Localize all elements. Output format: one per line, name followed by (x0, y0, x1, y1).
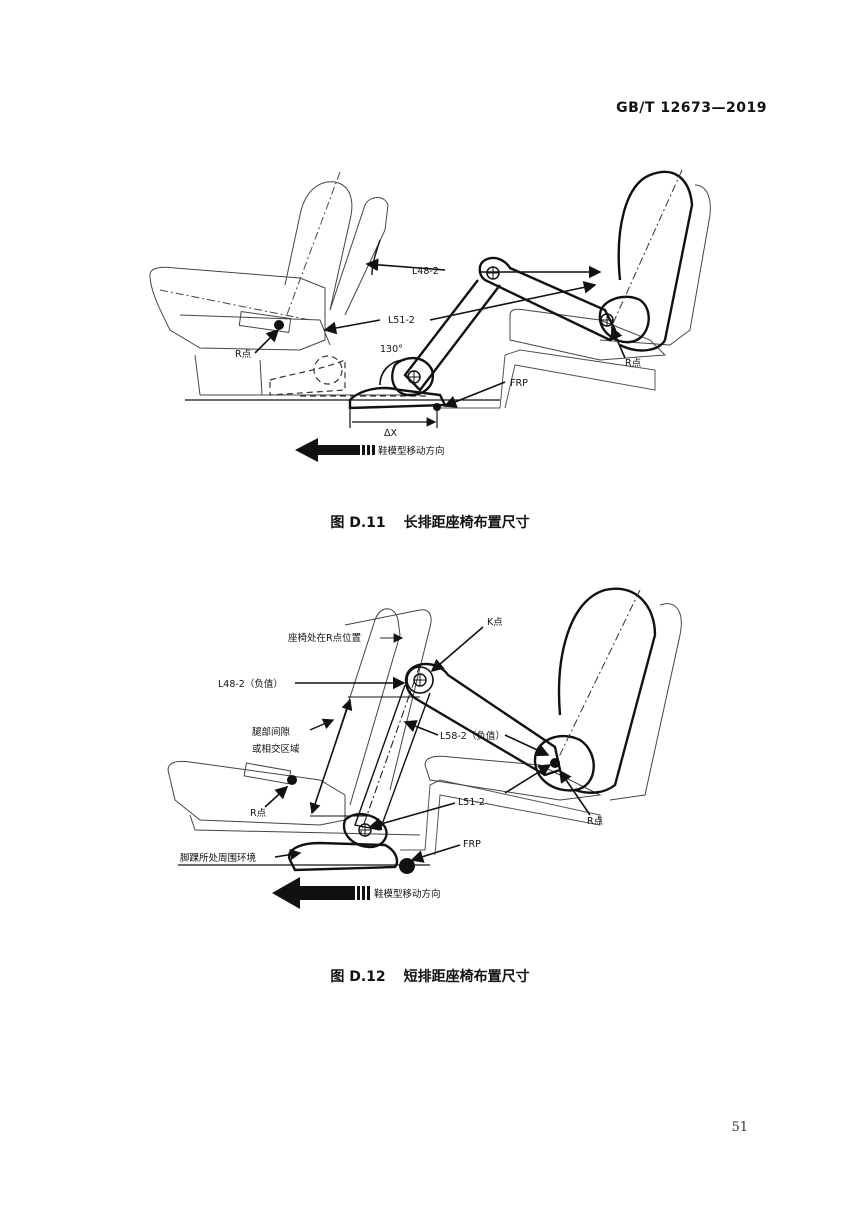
caption-d11: 图 D.11 长排距座椅布置尺寸 (0, 512, 860, 532)
floor-profile (400, 779, 601, 856)
front-r-point-marker (243, 762, 297, 785)
k-point-label: K点 (487, 617, 503, 628)
l58-label: L58-2（负值） (440, 730, 505, 742)
seat-r-position-label: 座椅处在R点位置 (288, 632, 361, 644)
l48-label: L48-2 (412, 266, 439, 277)
figure-d12-diagram: K点 座椅处在R点位置 L48-2（负值） 腿部间隙 或相交区域 L58-2（负… (0, 575, 860, 920)
rear-occupant-joints (358, 666, 560, 874)
r-point-right-label: R点 (625, 358, 642, 369)
angle-arc (379, 359, 406, 386)
frp-label: FRP (463, 839, 481, 850)
rear-occupant-leg (348, 256, 617, 410)
l48-label: L48-2（负值） (218, 678, 283, 690)
r-right-leader (610, 326, 626, 359)
frp-leader (443, 381, 506, 408)
angle-label: 130° (380, 344, 403, 355)
caption-d12-number: 图 D.12 (330, 969, 386, 985)
delta-x-label: ΔX (384, 428, 397, 439)
foot-env-leader (274, 849, 302, 861)
rear-seat-outline (424, 603, 682, 801)
rear-torso-axis (554, 589, 641, 766)
clearance-label-1: 腿部间隙 (252, 726, 291, 738)
caption-d12-title: 短排距座椅布置尺寸 (403, 969, 530, 985)
rear-seat-outline (509, 184, 711, 361)
frp-label: FRP (510, 378, 528, 389)
l51-leader (368, 802, 456, 831)
r-left-leader (264, 785, 289, 808)
l58-leader-right (504, 734, 550, 757)
r-right-leader (559, 769, 591, 816)
page-number: 51 (731, 1120, 748, 1135)
rear-occupant-joints (407, 266, 614, 411)
l58-leader (403, 720, 439, 736)
front-seat-outline (149, 171, 420, 396)
figure-d11-diagram: L48-2 L51-2 130° FRP ΔX R点 R点 鞋模型移动方向 (0, 160, 860, 470)
caption-d11-number: 图 D.11 (330, 515, 386, 531)
rear-torso-axis (609, 169, 683, 331)
clearance-label-2: 或相交区域 (252, 743, 300, 755)
frp-leader (410, 844, 461, 863)
l51-label: L51-2 (458, 797, 485, 808)
r-point-left-label: R点 (235, 349, 252, 360)
l51-leader (323, 319, 381, 335)
rear-occupant-leg (354, 664, 431, 836)
l51-label: L51-2 (388, 315, 415, 326)
l48-angle-arc (371, 239, 381, 276)
l51-leader-right (429, 281, 597, 321)
front-seat-leg-dashed (269, 355, 430, 397)
shoe-direction-arrow (295, 438, 375, 462)
caption-d11-title: 长排距座椅布置尺寸 (403, 515, 530, 531)
r-left-leader (254, 328, 280, 354)
r-point-right-label: R点 (587, 816, 604, 827)
caption-d12: 图 D.12 短排距座椅布置尺寸 (0, 966, 860, 986)
clearance-dim-line-back (309, 699, 351, 815)
floor-profile (440, 349, 656, 409)
shoe-direction-arrow (272, 877, 370, 909)
standard-number: GB/T 12673—2019 (616, 100, 767, 116)
l51-leader-right (504, 764, 552, 794)
direction-label: 鞋模型移动方向 (378, 445, 445, 457)
rear-occupant-torso (533, 587, 657, 794)
l48-leader (365, 258, 446, 272)
direction-label: 鞋模型移动方向 (374, 888, 441, 900)
front-r-point-marker (238, 311, 292, 333)
rear-occupant-shoe (287, 812, 399, 872)
clearance-leader (309, 718, 335, 731)
foot-env-label: 脚踝所处周围环境 (180, 852, 257, 864)
rear-occupant-torso (598, 170, 694, 352)
k-point-leader (430, 626, 484, 673)
r-point-left-label: R点 (250, 808, 267, 819)
